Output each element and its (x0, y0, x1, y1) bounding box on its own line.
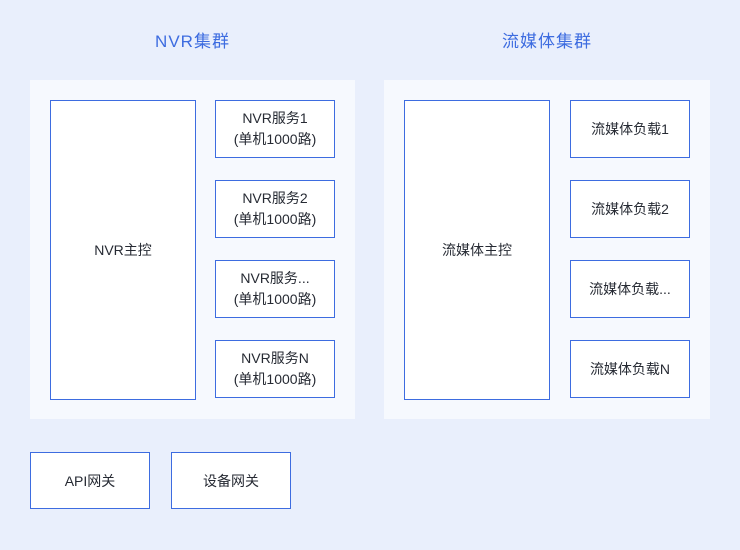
gateway-box-api: API网关 (30, 452, 150, 509)
nvr-node-box-2: NVR服务2 (单机1000路) (215, 180, 335, 238)
cluster-panel-media: 流媒体主控 流媒体负载1 流媒体负载2 流媒体负载... 流媒体负载N (384, 80, 710, 419)
node-label-line1: 流媒体负载... (589, 280, 671, 297)
cluster-title-nvr: NVR集群 (155, 32, 230, 51)
node-label-line2: (单机1000路) (233, 371, 317, 387)
cluster-panel-nvr: NVR主控 NVR服务1 (单机1000路) NVR服务2 (单机1000路) … (30, 80, 355, 419)
media-node-box-n: 流媒体负载N (570, 340, 690, 398)
nvr-master-box: NVR主控 (50, 100, 196, 400)
media-node-box-ellipsis: 流媒体负载... (570, 260, 690, 318)
node-label-line2: (单机1000路) (233, 291, 317, 307)
media-node-box-2: 流媒体负载2 (570, 180, 690, 238)
nvr-node-box-1: NVR服务1 (单机1000路) (215, 100, 335, 158)
gateway-box-device: 设备网关 (171, 452, 291, 509)
node-label-line2: (单机1000路) (233, 131, 317, 147)
node-label-line1: NVR服务2 (242, 190, 308, 206)
media-node-box-1: 流媒体负载1 (570, 100, 690, 158)
node-label-line1: 流媒体负载1 (591, 120, 669, 137)
node-label-line1: NVR服务... (240, 270, 310, 286)
node-label-line1: 流媒体负载N (589, 360, 671, 377)
cluster-title-media: 流媒体集群 (502, 32, 592, 51)
nvr-node-box-n: NVR服务N (单机1000路) (215, 340, 335, 398)
media-master-box: 流媒体主控 (404, 100, 550, 400)
nvr-node-box-ellipsis: NVR服务... (单机1000路) (215, 260, 335, 318)
node-label-line1: 流媒体负载2 (591, 200, 669, 217)
node-label-line1: NVR服务N (241, 350, 309, 366)
node-label-line1: NVR服务1 (242, 110, 308, 126)
node-label-line2: (单机1000路) (233, 211, 317, 227)
